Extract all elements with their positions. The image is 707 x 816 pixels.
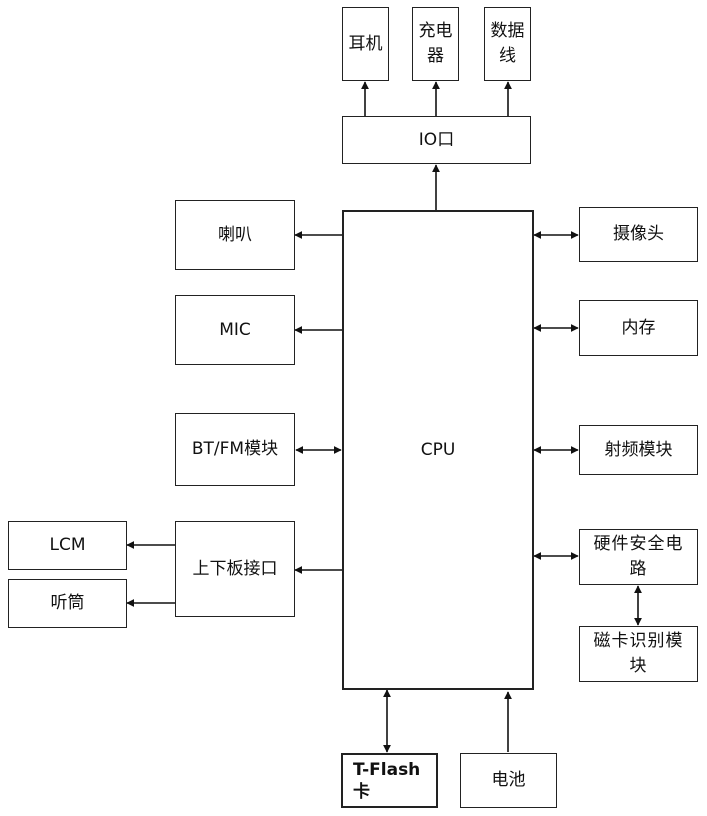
tflash-block: T-Flash卡 — [341, 753, 438, 808]
datacable-label: 数据线 — [489, 19, 526, 68]
earphone-block: 耳机 — [342, 7, 389, 81]
receiver-label: 听筒 — [51, 591, 85, 616]
cpu-block: CPU — [342, 210, 534, 690]
battery-block: 电池 — [460, 753, 557, 808]
speaker-label: 喇叭 — [218, 223, 252, 248]
camera-block: 摄像头 — [579, 207, 698, 262]
card-reader-block: 磁卡识别模块 — [579, 626, 698, 682]
board-interface-label: 上下板接口 — [193, 557, 278, 582]
lcm-label: LCM — [49, 533, 85, 558]
btfm-block: BT/FM模块 — [175, 413, 295, 486]
battery-label: 电池 — [492, 768, 526, 793]
rf-module-block: 射频模块 — [579, 425, 698, 475]
memory-block: 内存 — [579, 300, 698, 356]
rf-module-label: 射频模块 — [605, 438, 673, 463]
hw-security-label: 硬件安全电路 — [586, 532, 691, 581]
charger-label: 充电器 — [417, 19, 454, 68]
receiver-block: 听筒 — [8, 579, 127, 628]
memory-label: 内存 — [622, 316, 656, 341]
io-port-label: IO口 — [419, 128, 454, 153]
charger-block: 充电器 — [412, 7, 459, 81]
speaker-block: 喇叭 — [175, 200, 295, 270]
card-reader-label: 磁卡识别模块 — [586, 629, 691, 678]
hw-security-block: 硬件安全电路 — [579, 529, 698, 585]
mic-block: MIC — [175, 295, 295, 365]
datacable-block: 数据线 — [484, 7, 531, 81]
lcm-block: LCM — [8, 521, 127, 570]
mic-label: MIC — [219, 318, 251, 343]
board-interface-block: 上下板接口 — [175, 521, 295, 617]
tflash-label: T-Flash卡 — [353, 759, 436, 803]
earphone-label: 耳机 — [349, 32, 383, 57]
io-port-block: IO口 — [342, 116, 531, 164]
btfm-label: BT/FM模块 — [192, 437, 278, 462]
cpu-label: CPU — [421, 438, 456, 463]
camera-label: 摄像头 — [613, 222, 664, 247]
